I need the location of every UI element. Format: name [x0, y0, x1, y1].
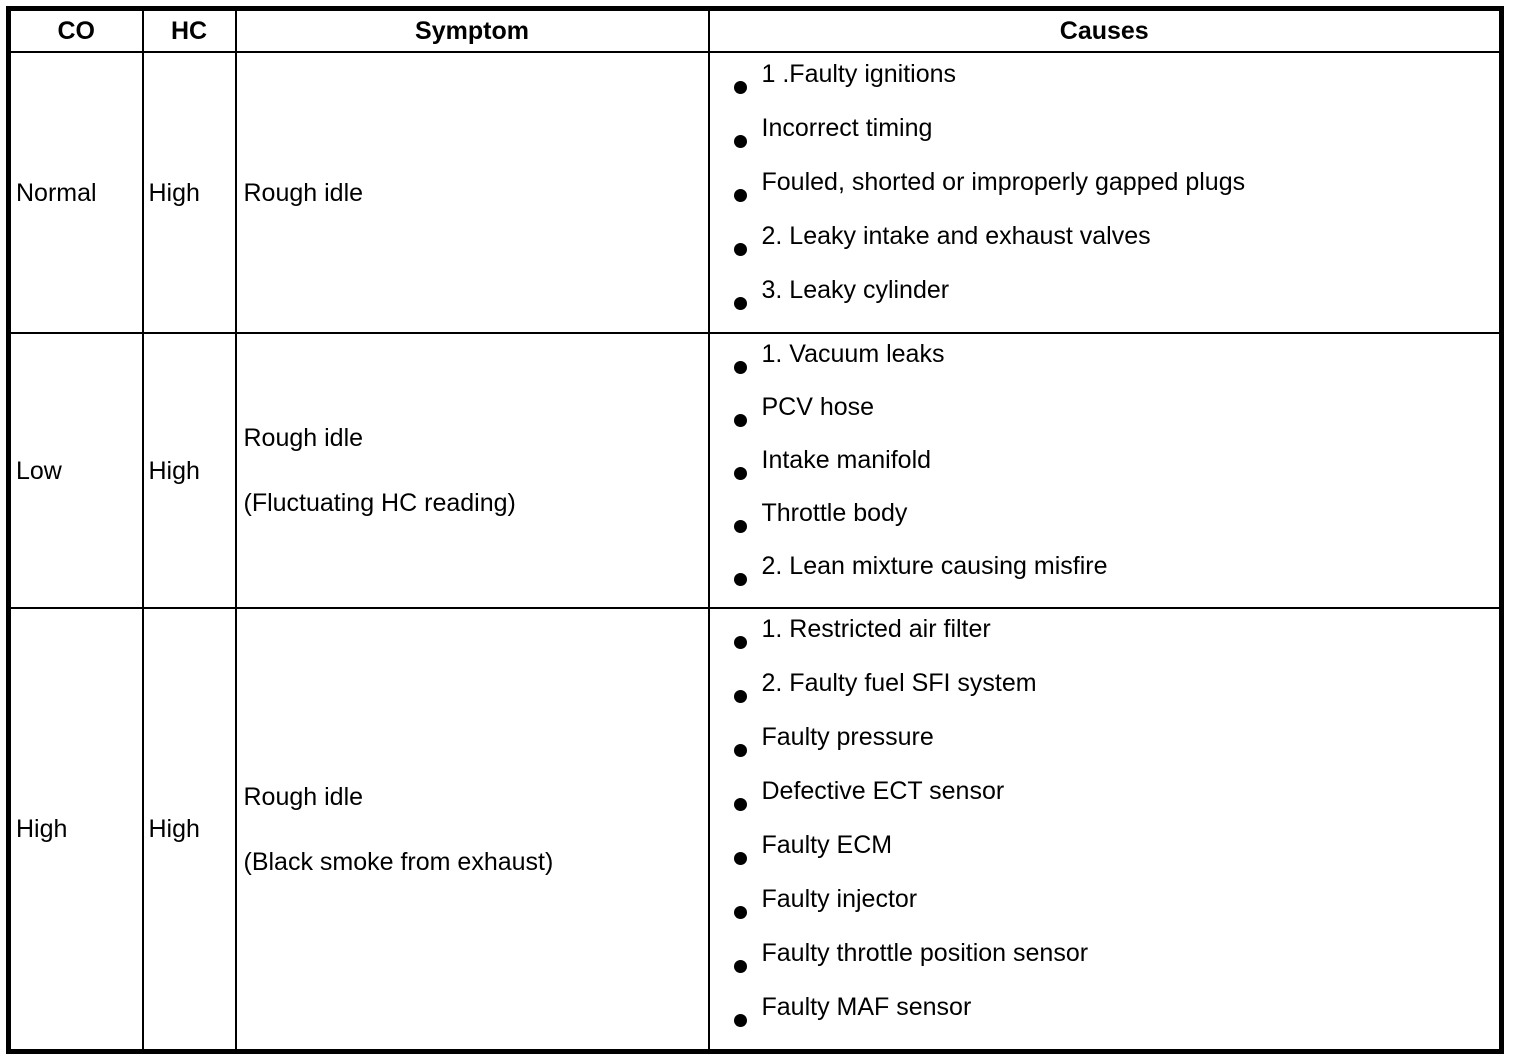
- symptom-value: Rough idle (Fluctuating HC reading): [237, 423, 708, 518]
- symptom-note: (Fluctuating HC reading): [243, 489, 516, 517]
- cause-text: Faulty pressure: [761, 723, 934, 751]
- cause-text: Fouled, shorted or improperly gapped plu…: [761, 168, 1246, 196]
- cause-item: PCV hose: [710, 393, 1500, 446]
- column-header-causes: Causes: [707, 7, 1503, 53]
- cause-text: Faulty throttle position sensor: [761, 939, 1089, 967]
- cause-item: 1 .Faulty ignitions: [710, 60, 1500, 114]
- cause-text: 2. Leaky intake and exhaust valves: [761, 222, 1151, 250]
- cause-text: PCV hose: [761, 393, 875, 421]
- cell-co: Low: [7, 332, 144, 609]
- header-row: CO HC Symptom Causes: [7, 7, 1503, 53]
- bullet-icon: [733, 852, 747, 865]
- cause-item: 1. Restricted air filter: [710, 615, 1500, 669]
- cause-item: Faulty pressure: [710, 723, 1500, 777]
- causes-list-wrapper: 1. Restricted air filter 2. Faulty fuel …: [710, 609, 1500, 1049]
- column-header-hc: HC: [141, 7, 237, 53]
- cause-item: Fouled, shorted or improperly gapped plu…: [710, 168, 1500, 222]
- cause-text: Intake manifold: [761, 446, 932, 474]
- causes-list: 1. Restricted air filter 2. Faulty fuel …: [710, 609, 1500, 1049]
- table-row: High High Rough idle (Black smoke from e…: [7, 607, 1503, 1053]
- cause-item: Faulty injector: [710, 885, 1500, 939]
- cause-text: 1. Vacuum leaks: [761, 340, 945, 368]
- cell-causes: 1. Vacuum leaks PCV hose Intake manifold…: [707, 332, 1503, 609]
- column-header-co: CO: [7, 7, 144, 53]
- table-header: CO HC Symptom Causes: [7, 7, 1503, 53]
- bullet-icon: [733, 636, 747, 649]
- cause-text: Faulty ECM: [761, 831, 893, 859]
- bullet-icon: [733, 466, 747, 480]
- page-canvas: CO HC Symptom Causes Normal High Rough i…: [6, 6, 1504, 1054]
- cell-hc: High: [141, 51, 237, 334]
- table-row: Normal High Rough idle 1 .Faulty ignitio…: [7, 51, 1503, 334]
- hc-value: High: [148, 456, 200, 485]
- co-value: High: [16, 815, 68, 843]
- cell-causes: 1 .Faulty ignitions Incorrect timing Fou…: [707, 51, 1503, 334]
- bullet-icon: [733, 798, 747, 811]
- cause-item: Faulty ECM: [710, 831, 1500, 885]
- cause-item: 1. Vacuum leaks: [710, 340, 1500, 393]
- hc-value: High: [148, 178, 200, 207]
- symptom-note: (Black smoke from exhaust): [243, 847, 554, 876]
- column-header-symptom: Symptom: [234, 7, 710, 53]
- cell-hc: High: [141, 607, 237, 1053]
- symptom-line: Rough idle: [243, 178, 364, 207]
- cell-co: High: [7, 607, 144, 1053]
- cause-text: Incorrect timing: [761, 114, 933, 142]
- co-value: Normal: [16, 178, 97, 207]
- bullet-icon: [733, 519, 747, 533]
- cause-text: 2. Lean mixture causing misfire: [761, 552, 1108, 580]
- cell-symptom: Rough idle: [234, 51, 710, 334]
- table-row: Low High Rough idle (Fluctuating HC read…: [7, 332, 1503, 609]
- symptom-value: Rough idle: [237, 178, 708, 208]
- bullet-icon: [733, 906, 747, 919]
- bullet-icon: [733, 744, 747, 757]
- diagnostic-table: CO HC Symptom Causes Normal High Rough i…: [6, 6, 1504, 1054]
- bullet-icon: [733, 1014, 747, 1027]
- bullet-icon: [733, 135, 747, 148]
- bullet-icon: [733, 81, 747, 94]
- cause-text: 3. Leaky cylinder: [761, 276, 950, 304]
- cell-hc: High: [141, 332, 237, 609]
- causes-list-wrapper: 1 .Faulty ignitions Incorrect timing Fou…: [710, 53, 1500, 332]
- symptom-value: Rough idle (Black smoke from exhaust): [237, 782, 708, 877]
- cause-item: Faulty MAF sensor: [710, 993, 1500, 1047]
- bullet-icon: [733, 243, 747, 256]
- cause-item: Defective ECT sensor: [710, 777, 1500, 831]
- cell-co: Normal: [7, 51, 144, 334]
- bullet-icon: [733, 960, 747, 973]
- cause-item: 2. Faulty fuel SFI system: [710, 669, 1500, 723]
- bullet-icon: [733, 690, 747, 703]
- cell-symptom: Rough idle (Black smoke from exhaust): [234, 607, 710, 1053]
- cell-symptom: Rough idle (Fluctuating HC reading): [234, 332, 710, 609]
- cause-item: Throttle body: [710, 499, 1500, 552]
- causes-list: 1 .Faulty ignitions Incorrect timing Fou…: [710, 53, 1500, 332]
- cause-text: Faulty MAF sensor: [761, 993, 972, 1021]
- causes-list: 1. Vacuum leaks PCV hose Intake manifold…: [710, 334, 1500, 607]
- hc-value: High: [148, 815, 200, 843]
- symptom-line: Rough idle: [243, 782, 364, 811]
- symptom-line: Rough idle: [243, 424, 364, 452]
- cause-text: Throttle body: [761, 499, 908, 527]
- cause-item: 2. Leaky intake and exhaust valves: [710, 222, 1500, 276]
- cause-item: 2. Lean mixture causing misfire: [710, 552, 1500, 605]
- bullet-icon: [733, 189, 747, 202]
- cause-text: Faulty injector: [761, 885, 918, 913]
- bullet-icon: [733, 360, 747, 374]
- cause-text: 1. Restricted air filter: [761, 615, 991, 643]
- cause-text: 2. Faulty fuel SFI system: [761, 669, 1037, 697]
- cause-item: Intake manifold: [710, 446, 1500, 499]
- causes-list-wrapper: 1. Vacuum leaks PCV hose Intake manifold…: [710, 334, 1500, 607]
- bullet-icon: [733, 297, 747, 310]
- cause-item: 3. Leaky cylinder: [710, 276, 1500, 330]
- bullet-icon: [733, 413, 747, 427]
- bullet-icon: [733, 572, 747, 586]
- table-body: Normal High Rough idle 1 .Faulty ignitio…: [7, 51, 1503, 1053]
- cause-item: Incorrect timing: [710, 114, 1500, 168]
- co-value: Low: [16, 456, 62, 485]
- cell-causes: 1. Restricted air filter 2. Faulty fuel …: [707, 607, 1503, 1053]
- cause-text: Defective ECT sensor: [761, 777, 1005, 805]
- cause-text: 1 .Faulty ignitions: [761, 60, 957, 88]
- cause-item: Faulty throttle position sensor: [710, 939, 1500, 993]
